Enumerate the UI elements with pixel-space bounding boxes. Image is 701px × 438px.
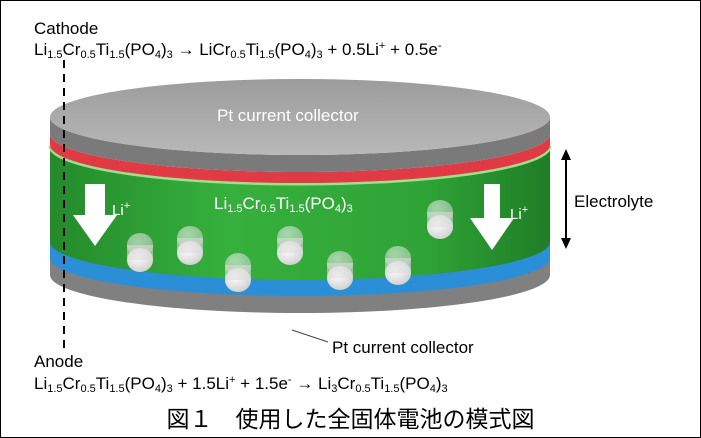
figure-caption: 図１ 使用した全固体電池の模式図 [166, 407, 535, 433]
li-ion-label-right: Li+ [510, 204, 529, 223]
li-arrow-right [470, 184, 514, 250]
electrolyte-formula: Li1.5Cr0.5Ti1.5(PO4)3 [214, 194, 353, 215]
ion-spheres [127, 200, 453, 292]
anode-layer [50, 240, 550, 296]
bottom-collector-leader [291, 329, 329, 343]
cathode-label: Cathode [34, 19, 99, 38]
ion-sphere [427, 200, 453, 239]
ion-sphere [277, 226, 303, 265]
ion-sphere [385, 246, 411, 285]
top-collector-side [50, 117, 550, 172]
li-arrow-left [73, 184, 117, 246]
ion-sphere [225, 253, 251, 292]
li-ion-label-left: Li+ [112, 200, 131, 219]
electrolyte-label: Electrolyte [574, 192, 654, 211]
top-collector-face [50, 79, 550, 155]
cathode-equation: Li1.5Cr0.5Ti1.5(PO4)3 → LiCr0.5Ti1.5(PO4… [34, 40, 442, 61]
top-collector-label: Pt current collector [217, 106, 359, 125]
bottom-collector-label: Pt current collector [332, 338, 474, 357]
ion-sphere [177, 226, 203, 265]
cathode-layer [50, 134, 550, 183]
anode-equation: Li1.5Cr0.5Ti1.5(PO4)3 + 1.5Li+ + 1.5e- →… [34, 374, 448, 395]
ion-sphere [327, 251, 353, 290]
electrolyte-thickness-arrow [561, 149, 571, 249]
ion-sphere [127, 233, 153, 272]
anode-label: Anode [34, 352, 84, 371]
